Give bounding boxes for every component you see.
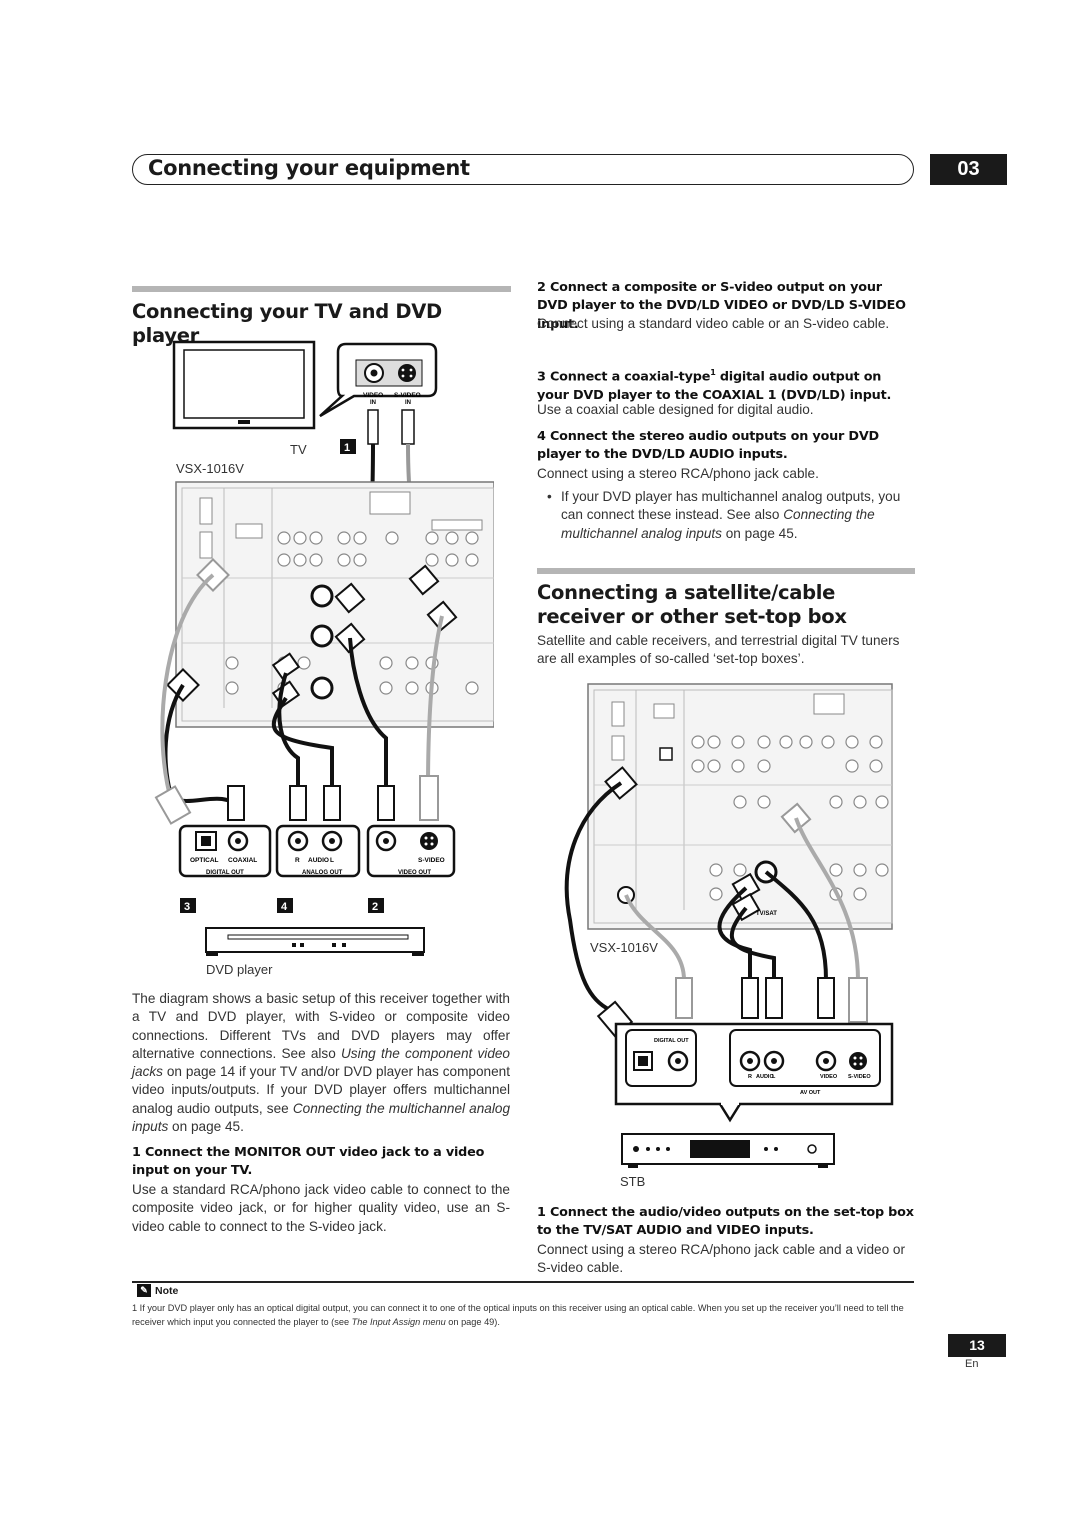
step4-title: 4 Connect the stereo audio outputs on yo… xyxy=(537,429,879,463)
dvd-analog-out-label: ANALOG OUT xyxy=(302,870,343,876)
stb-audio-label: AUDIO xyxy=(756,1074,774,1080)
chapter-number: 03 xyxy=(930,154,1007,185)
section-rule xyxy=(132,286,511,292)
stb-audio-l-label: L xyxy=(772,1074,776,1080)
step2-title: 2 Connect a composite or S-video output … xyxy=(537,280,906,332)
tv-jack-in-label: IN xyxy=(370,400,376,406)
chapter-title: Connecting your equipment xyxy=(148,156,470,180)
tv-icon xyxy=(172,340,316,430)
tv-jack-callout: VIDEO S-VIDEO IN IN xyxy=(319,342,438,418)
stb-label: STB xyxy=(620,1174,645,1189)
stb-svideo-label: S-VIDEO xyxy=(848,1074,871,1080)
dvd-player-icon xyxy=(205,927,425,956)
footnote: 1 If your DVD player only has an optical… xyxy=(132,1303,904,1327)
dvd-coaxial-label: COAXIAL xyxy=(228,857,257,864)
tv-label: TV xyxy=(290,442,307,457)
stb-step1-title: 1 Connect the audio/video outputs on the… xyxy=(537,1205,914,1239)
section-title-set-top-box: Connecting a satellite/cable receiver or… xyxy=(537,581,847,628)
stb-av-out-label: AV OUT xyxy=(800,1090,821,1096)
page-number: 13 xyxy=(948,1334,1006,1357)
stb-audio-r-label: R xyxy=(748,1074,752,1080)
dvd-audio-label: AUDIO xyxy=(308,857,329,864)
step4-text: Connect using a stereo RCA/phono jack ca… xyxy=(537,466,819,481)
section1-body: The diagram shows a basic setup of this … xyxy=(132,991,511,1135)
stb-step1-text: Connect using a stereo RCA/phono jack ca… xyxy=(537,1242,906,1276)
stb-rear-panel: DIGITAL OUT R AUDIO L VIDEO S-VIDEO AV O… xyxy=(614,1022,894,1123)
chapter-header-bar xyxy=(132,154,914,185)
dvd-digital-out-label: DIGITAL OUT xyxy=(206,870,244,876)
pencil-icon: ✎ xyxy=(137,1284,151,1297)
receiver-tvsat-label: TV/SAT xyxy=(756,911,777,917)
step1-text: Use a standard RCA/phono jack video cabl… xyxy=(132,1182,510,1234)
step3-text: Use a coaxial cable designed for digital… xyxy=(537,402,814,417)
note-rule xyxy=(132,1281,914,1283)
marker-4: 4 xyxy=(281,901,288,913)
dvd-optical-label: OPTICAL xyxy=(190,857,219,864)
marker-2: 2 xyxy=(372,901,378,913)
note-label: ✎ Note xyxy=(137,1284,178,1297)
section-rule xyxy=(537,568,915,574)
section2-intro: Satellite and cable receivers, and terre… xyxy=(537,633,900,667)
marker-1: 1 xyxy=(344,442,350,454)
stb-digital-out-label: DIGITAL OUT xyxy=(654,1038,689,1044)
tv-jack-in-label: IN xyxy=(405,400,411,406)
dvd-audio-l-label: L xyxy=(330,857,334,864)
page-language: En xyxy=(965,1358,979,1370)
set-top-box-connection-diagram: TV/SAT VSX-1016V DIGITAL OUT R AUDIO L V… xyxy=(564,683,894,1189)
dvd-svideo-label: S-VIDEO xyxy=(418,857,445,864)
marker-3: 3 xyxy=(184,901,190,913)
step1-title: 1 Connect the MONITOR OUT video jack to … xyxy=(132,1145,485,1179)
receiver-label: VSX-1016V xyxy=(590,940,658,955)
dvd-player-label: DVD player xyxy=(206,962,273,977)
stb-icon xyxy=(621,1133,835,1168)
dvd-video-out-label: VIDEO OUT xyxy=(398,870,431,876)
tv-jack-video-label: VIDEO xyxy=(363,392,383,399)
stb-video-label: VIDEO xyxy=(820,1074,838,1080)
multichannel-bullet: • If your DVD player has multichannel an… xyxy=(547,489,901,541)
receiver-label: VSX-1016V xyxy=(176,461,244,476)
tv-jack-svideo-label: S-VIDEO xyxy=(394,392,421,399)
step3-title: 3 Connect a coaxial-type1 digital audio … xyxy=(537,368,892,403)
step2-text: Connect using a standard video cable or … xyxy=(537,316,890,331)
tv-dvd-connection-diagram: VIDEO S-VIDEO IN IN TV 1 VSX-1016V xyxy=(154,340,494,977)
dvd-audio-r-label: R xyxy=(295,857,300,864)
dvd-rear-panel: OPTICAL COAXIAL DIGITAL OUT R AUDIO L AN… xyxy=(178,824,456,878)
